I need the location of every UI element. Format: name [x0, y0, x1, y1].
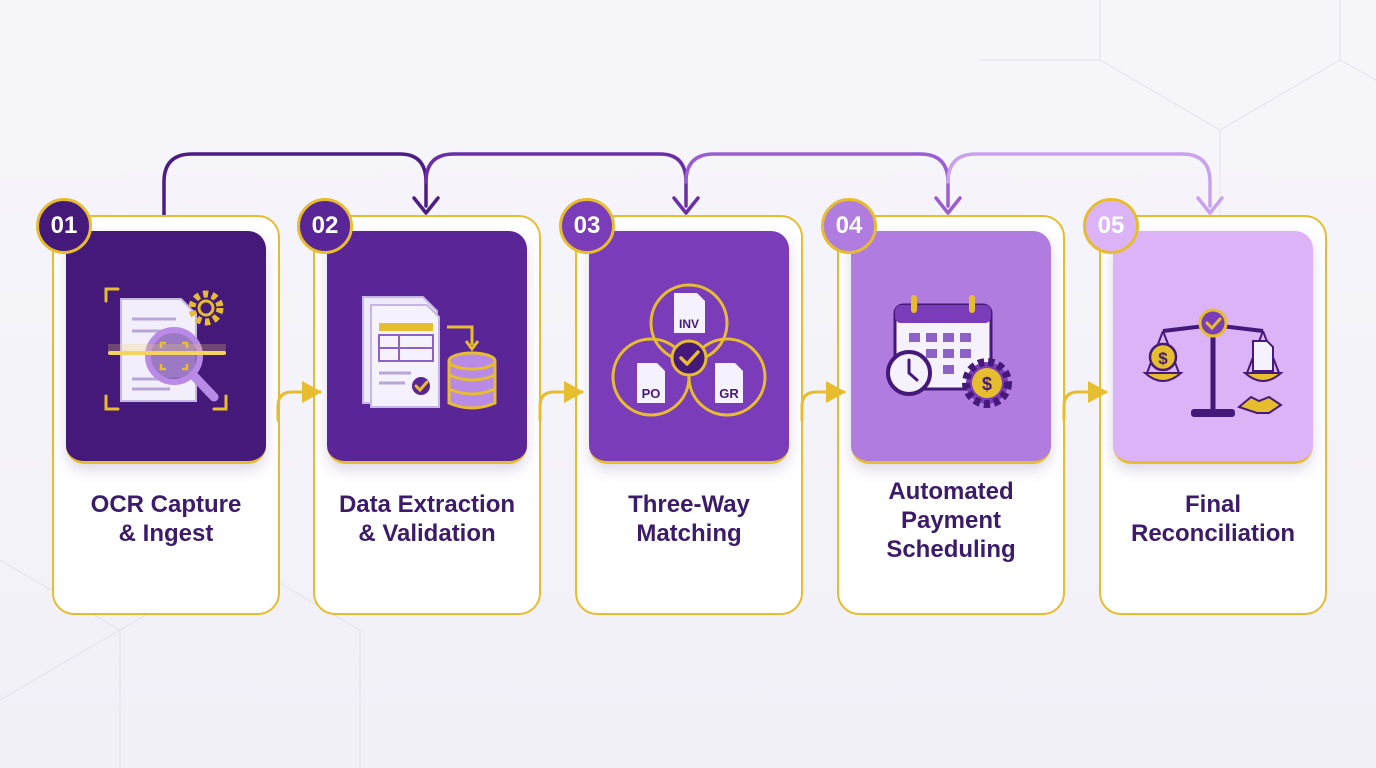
- scale-reconcile-icon: $: [1142, 308, 1284, 417]
- arrowhead-4: [934, 196, 962, 215]
- step-title-line: Scheduling: [886, 536, 1016, 563]
- connector-4-5: [946, 152, 1212, 208]
- arrowhead-5: [1196, 196, 1224, 215]
- step-title-line: Final: [1184, 491, 1241, 518]
- chevron-head-1: [302, 381, 322, 403]
- svg-text:$: $: [1158, 349, 1168, 368]
- step-title: Data Extraction & Validation: [319, 490, 535, 548]
- step-number-badge: 02: [297, 198, 353, 254]
- step-1: 01 OCR Capture & Ingest: [36, 198, 280, 615]
- chevron-arrow-2: [538, 390, 584, 422]
- step-4: $ 04 Automated Payment Scheduling: [821, 198, 1065, 615]
- step-number-badge: 05: [1083, 198, 1139, 254]
- chevron-head-3: [826, 381, 846, 403]
- step-title-line: & Validation: [358, 520, 496, 547]
- arrowhead-3: [672, 196, 700, 215]
- calendar-payment-icon: $: [886, 295, 1012, 408]
- chevron-arrow-1: [276, 390, 322, 422]
- step-tile: [327, 231, 527, 464]
- inv-label: INV: [679, 317, 699, 331]
- step-number-badge: 04: [821, 198, 877, 254]
- step-title-line: Reconciliation: [1130, 520, 1296, 547]
- step-title-line: Matching: [636, 520, 742, 547]
- document-scan-icon: [104, 287, 228, 411]
- step-tile: INV PO GR: [589, 231, 789, 464]
- step-number-badge: 03: [559, 198, 615, 254]
- venn-match-icon: INV PO GR: [611, 283, 767, 417]
- step-tile: $: [851, 231, 1051, 464]
- connector-3-4: [684, 152, 950, 208]
- step-title-line: Three-Way: [628, 491, 750, 518]
- step-title: Final Reconciliation: [1105, 490, 1321, 548]
- connector-2-3: [424, 152, 688, 208]
- arrowhead-2: [412, 196, 440, 215]
- step-tile: $: [1113, 231, 1313, 464]
- step-title-line: Automated: [888, 478, 1014, 505]
- data-extraction-icon: [362, 296, 497, 410]
- connector-arrows: [162, 152, 1224, 219]
- step-5: $ 05 Final Reconciliation: [1083, 198, 1327, 615]
- step-title: Automated Payment Scheduling: [843, 477, 1059, 564]
- step-title: Three-Way Matching: [581, 490, 797, 548]
- svg-text:$: $: [982, 374, 992, 394]
- step-tile: [66, 231, 266, 464]
- step-title-line: Payment: [900, 507, 1002, 534]
- chevron-arrow-3: [800, 390, 846, 422]
- step-title-line: OCR Capture: [90, 491, 242, 518]
- chevron-head-2: [564, 381, 584, 403]
- step-title: OCR Capture & Ingest: [58, 490, 274, 548]
- chevron-head-4: [1088, 381, 1108, 403]
- step-3: INV PO GR 03 Three-Way Matching: [559, 198, 803, 615]
- step-2: 02 Data Extraction & Validation: [297, 198, 541, 615]
- chevron-arrow-4: [1062, 390, 1108, 422]
- gr-label: GR: [719, 386, 739, 401]
- step-title-line: & Ingest: [118, 520, 214, 547]
- connector-1-2: [162, 152, 428, 219]
- po-label: PO: [642, 386, 661, 401]
- step-number-badge: 01: [36, 198, 92, 254]
- step-title-line: Data Extraction: [338, 491, 516, 518]
